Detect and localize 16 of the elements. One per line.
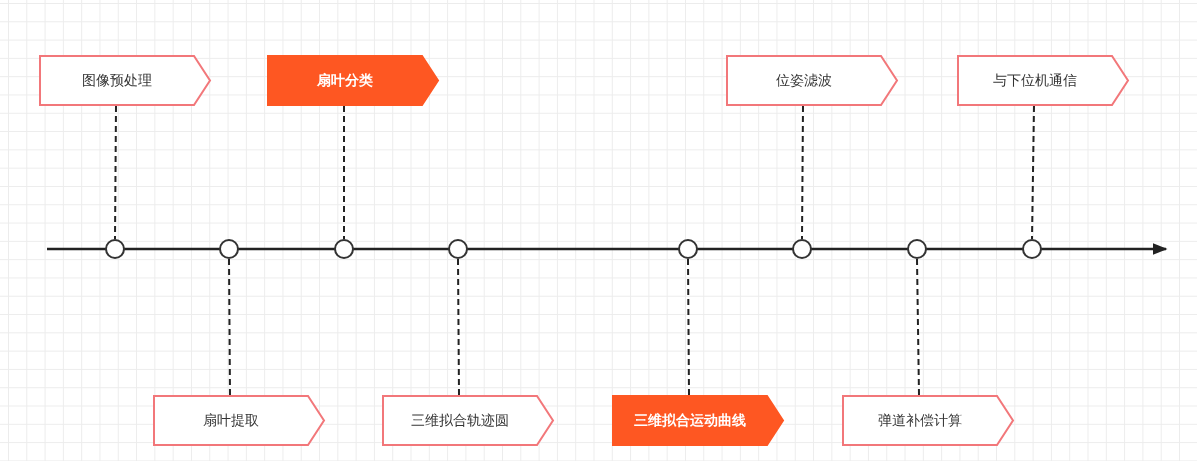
leader-line: [687, 258, 690, 396]
step-label: 与下位机通信: [992, 71, 1077, 90]
leader-line: [1031, 105, 1035, 240]
step-label: 三维拟合运动曲线: [633, 411, 746, 430]
step-label: 位姿滤波: [775, 71, 832, 90]
step-label: 图像预处理: [81, 71, 152, 90]
leader-line: [228, 258, 231, 396]
step-label: 弹道补偿计算: [877, 411, 962, 430]
step-label: 三维拟合轨迹圆: [410, 411, 509, 430]
step-label: 扇叶分类: [316, 71, 373, 90]
leader-line: [457, 258, 460, 396]
step-label: 扇叶提取: [202, 411, 259, 430]
leader-line: [916, 258, 920, 396]
leader-line: [343, 105, 345, 240]
leader-line: [114, 105, 117, 240]
leader-line: [801, 105, 804, 240]
